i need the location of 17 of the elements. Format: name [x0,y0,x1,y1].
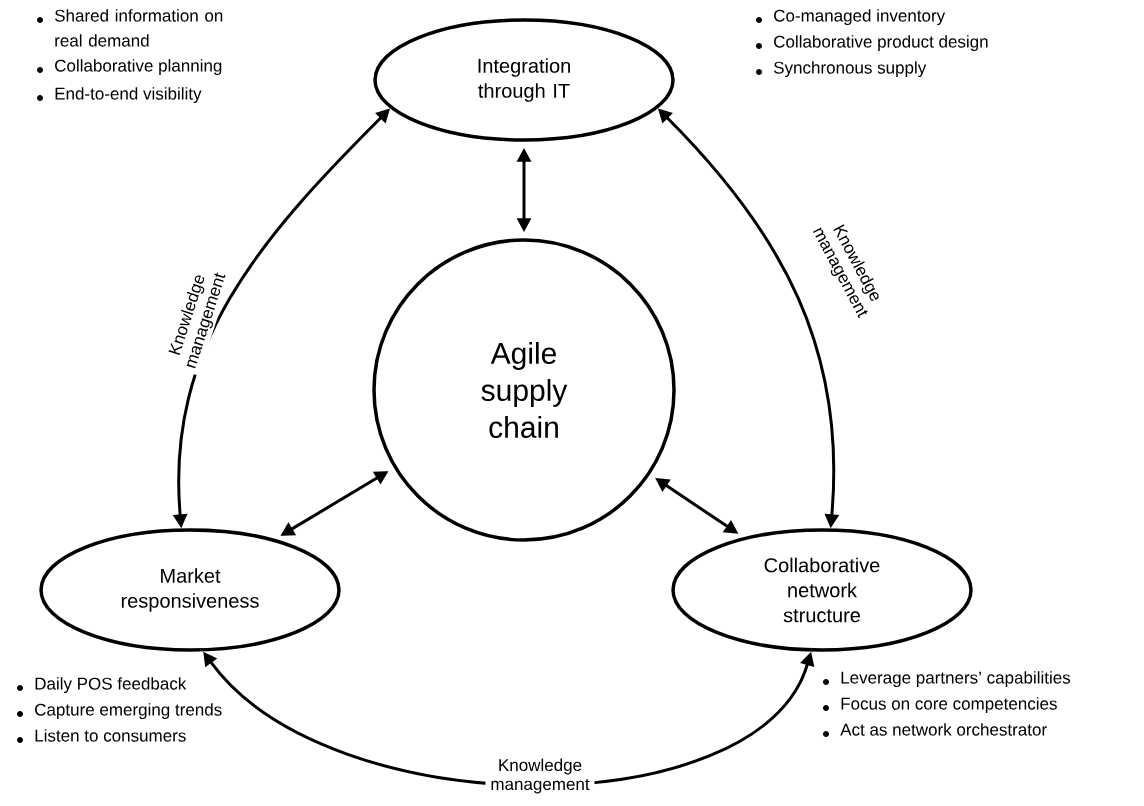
bullet-text: Collaborative product design [774,35,988,52]
bullet-text: Leverage partners’ capabilities [841,671,1071,688]
bullet-text: Capture emerging trends [35,703,222,720]
ellipse-node: Collaborative network structure [671,528,973,652]
bullet-text: End-to-end visibility [55,87,202,104]
bullet-text: Focus on core competencies [841,697,1057,714]
bullet-text: Listen to consumers [35,729,186,742]
bullet-text: Synchronous supply [773,61,927,78]
bullet-text: Collaborative planning [55,59,222,76]
bullet-text: Shared information on real demand [55,9,223,47]
ellipse-node: Market responsiveness [39,528,341,652]
ellipse-node: Integration through IT [373,18,675,142]
bullet-text: Co-managed inventory [774,9,946,26]
bullet-text: Act as network orchestrator [840,723,1047,736]
circle-node: Agile supply chain [372,238,676,542]
bullet-text: Daily POS feedback [35,677,187,694]
edge-label: Knowledge management [485,756,595,796]
